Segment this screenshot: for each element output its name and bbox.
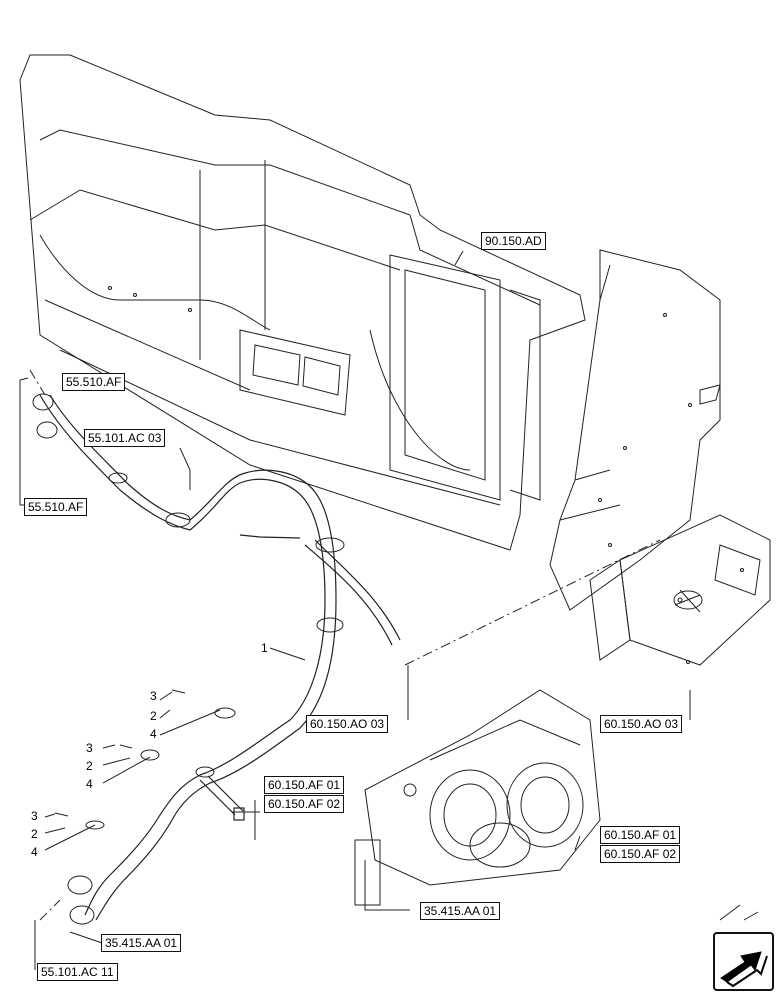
item-number-4: 4 [31,845,38,859]
ref-55-101-ac-11[interactable]: 55.101.AC 11 [37,963,118,981]
next-page-arrow-button[interactable] [713,932,774,991]
ref-60-150-af-02-right[interactable]: 60.150.AF 02 [600,845,681,863]
hose-clamps [85,472,345,830]
item-number-2: 2 [86,759,93,773]
ref-35-415-aa-01-left[interactable]: 35.415.AA 01 [101,934,182,952]
ref-60-150-af-01-right[interactable]: 60.150.AF 01 [600,826,681,844]
hose-assembly [39,394,401,921]
item-number-2: 2 [31,827,38,841]
ref-60-150-af-01-center[interactable]: 60.150.AF 01 [264,776,345,794]
item-number-3: 3 [150,689,157,703]
item-number-4: 4 [86,777,93,791]
item-number-4: 4 [150,727,157,741]
ref-35-415-aa-01-center[interactable]: 35.415.AA 01 [420,902,501,920]
hydraulic-bracket [589,514,771,666]
ref-55-101-ac-03[interactable]: 55.101.AC 03 [84,429,166,447]
center-lines [29,369,661,921]
ref-60-150-af-02-center[interactable]: 60.150.AF 02 [264,795,345,813]
item-number-1: 1 [261,641,268,655]
next-page-arrow-icon [720,951,768,988]
quick-couplers [32,393,95,925]
cab-rear-panel [19,54,586,551]
gearbox-housing [354,689,601,906]
ref-60-150-ao-03-center[interactable]: 60.150.AO 03 [306,715,389,733]
ref-90-150-ad[interactable]: 90.150.AD [481,232,546,250]
leader-lines [19,250,759,970]
fasteners [54,689,186,817]
ref-55-510-af-top[interactable]: 55.510.AF [62,373,126,391]
ref-60-150-ao-03-right[interactable]: 60.150.AO 03 [600,715,683,733]
item-number-3: 3 [31,809,38,823]
side-panel [549,249,721,611]
ref-55-510-af-bottom[interactable]: 55.510.AF [24,498,88,516]
item-number-2: 2 [150,709,157,723]
item-number-3: 3 [86,741,93,755]
